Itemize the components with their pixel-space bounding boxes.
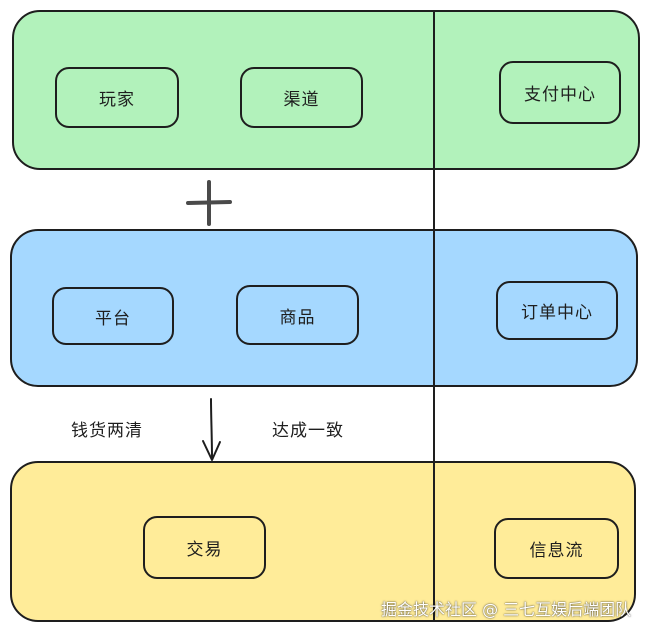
node-information-flow-label: 信息流 — [529, 541, 584, 561]
watermark: 掘金技术社区 @ 三七互娱后端团队 — [381, 600, 632, 619]
node-player-label: 玩家 — [99, 90, 135, 110]
arrow-down-icon — [202, 398, 221, 461]
node-platform: 平台 — [52, 287, 174, 345]
node-channel: 渠道 — [240, 67, 363, 128]
vertical-divider — [433, 10, 435, 622]
plus-icon — [186, 180, 232, 226]
node-payment-center: 支付中心 — [499, 61, 621, 124]
node-product: 商品 — [236, 285, 359, 345]
node-transaction-label: 交易 — [186, 540, 223, 560]
node-transaction: 交易 — [143, 516, 266, 579]
label-goods-money-settled: 钱货两清 — [71, 421, 143, 441]
node-player: 玩家 — [55, 67, 179, 128]
label-reach-agreement: 达成一致 — [272, 421, 344, 441]
node-platform-label: 平台 — [95, 308, 131, 329]
node-payment-center-label: 支付中心 — [524, 85, 596, 105]
node-information-flow: 信息流 — [494, 518, 619, 579]
node-order-center-label: 订单中心 — [521, 303, 593, 323]
node-order-center: 订单中心 — [496, 281, 618, 340]
node-product-label: 商品 — [279, 307, 316, 328]
node-channel-label: 渠道 — [283, 90, 320, 110]
